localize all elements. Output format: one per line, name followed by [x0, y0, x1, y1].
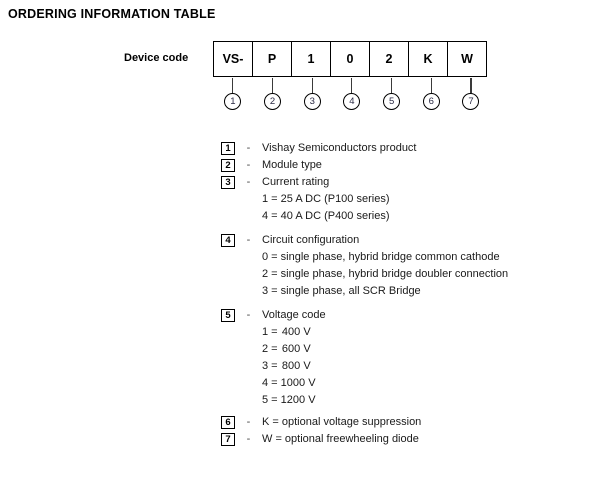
legend-body: Current rating 1 = 25 A DC (P100 series)… [262, 174, 613, 225]
voltage-code-row: 3 = 800 V [262, 358, 613, 375]
legend-heading: Current rating [262, 176, 330, 188]
legend-row-2: 2 - Module type [221, 157, 613, 174]
legend-body: Vishay Semiconductors product [262, 140, 613, 157]
voltage-code-row: 4 = 1000 V [262, 375, 613, 392]
device-code-cell-6: K [409, 42, 448, 76]
legend-heading: W = optional freewheeling diode [262, 433, 419, 445]
legend-sub-item: 4 = 40 A DC (P400 series) [262, 210, 390, 222]
device-code-cell-4: 0 [331, 42, 370, 76]
legend-sub-item: 2 = single phase, hybrid bridge doubler … [262, 268, 509, 280]
legend-body: Circuit configuration 0 = single phase, … [262, 232, 613, 300]
voltage-code: 5 = [262, 394, 278, 406]
legend-heading: Vishay Semiconductors product [262, 142, 417, 154]
legend-row-1: 1 - Vishay Semiconductors product [221, 140, 613, 157]
legend-box-6: 6 [221, 416, 235, 429]
legend-list: 1 - Vishay Semiconductors product 2 - Mo… [221, 140, 613, 448]
device-code-cell-5: 2 [370, 42, 409, 76]
callout-circle-6: 6 [422, 93, 440, 110]
callout-3: 3 [292, 78, 332, 110]
legend-row-6: 6 - K = optional voltage suppression [221, 414, 613, 431]
voltage-code: 1 = [262, 326, 278, 338]
voltage-code: 2 = [262, 343, 278, 355]
callout-leader-line [430, 78, 432, 93]
legend-box-5: 5 [221, 309, 235, 322]
legend-spacer [221, 300, 613, 307]
legend-spacer [221, 225, 613, 232]
callout-circle-5: 5 [383, 93, 401, 110]
legend-sub-item: 3 = single phase, all SCR Bridge [262, 285, 421, 297]
voltage-code: 3 = [262, 360, 278, 372]
callout-leader-line [232, 78, 234, 93]
legend-dash: - [246, 234, 251, 246]
voltage-value: 800 V [281, 360, 311, 372]
legend-row-5: 5 - Voltage code 1 = 400 V 2 = 600 V 3 =… [221, 307, 613, 409]
callout-leader-line [391, 78, 393, 93]
voltage-code: 4 = [262, 377, 278, 389]
voltage-value: 1000 V [280, 377, 316, 389]
voltage-value: 1200 V [280, 394, 316, 406]
legend-heading: Voltage code [262, 309, 326, 321]
legend-dash: - [246, 416, 251, 428]
device-code-table: VS- P 1 0 2 K W [213, 41, 487, 77]
callout-leader-line [470, 78, 472, 93]
device-code-cell-3: 1 [292, 42, 331, 76]
callout-7: 7 [451, 78, 491, 110]
legend-dash: - [246, 309, 251, 321]
legend-box-3: 3 [221, 176, 235, 189]
legend-sub-item: 0 = single phase, hybrid bridge common c… [262, 251, 500, 263]
legend-box-2: 2 [221, 159, 235, 172]
legend-row-7: 7 - W = optional freewheeling diode [221, 431, 613, 448]
voltage-value: 600 V [281, 343, 311, 355]
voltage-code-row: 2 = 600 V [262, 341, 613, 358]
legend-sub-item: 1 = 25 A DC (P100 series) [262, 193, 390, 205]
voltage-value: 400 V [281, 326, 311, 338]
device-code-label: Device code [124, 52, 189, 64]
legend-dash: - [246, 142, 251, 154]
callout-4: 4 [332, 78, 372, 110]
legend-body: Module type [262, 157, 613, 174]
callout-leader-line [271, 78, 274, 93]
voltage-code-row: 5 = 1200 V [262, 392, 613, 409]
callout-circle-3: 3 [303, 93, 321, 110]
legend-box-1: 1 [221, 142, 235, 155]
page-title: ORDERING INFORMATION TABLE [8, 7, 216, 21]
legend-heading: Module type [262, 159, 322, 171]
callout-circle-4: 4 [343, 93, 361, 110]
callout-circle-2: 2 [264, 93, 282, 110]
legend-box-4: 4 [221, 234, 235, 247]
legend-dash: - [246, 159, 251, 171]
callout-6: 6 [411, 78, 451, 110]
callout-row: 1 2 3 4 5 6 7 [213, 78, 491, 110]
legend-body: Voltage code 1 = 400 V 2 = 600 V 3 = 800… [262, 307, 613, 409]
legend-body: W = optional freewheeling diode [262, 431, 613, 448]
device-code-cell-7: W [461, 52, 473, 66]
callout-leader-line [311, 78, 313, 93]
callout-circle-7: 7 [462, 93, 480, 110]
legend-body: K = optional voltage suppression [262, 414, 613, 431]
legend-heading: Circuit configuration [262, 234, 360, 246]
callout-leader-line [351, 78, 353, 93]
legend-dash: - [246, 433, 251, 445]
legend-heading: K = optional voltage suppression [262, 416, 422, 428]
callout-1: 1 [213, 78, 253, 110]
legend-row-3: 3 - Current rating 1 = 25 A DC (P100 ser… [221, 174, 613, 225]
legend-row-4: 4 - Circuit configuration 0 = single pha… [221, 232, 613, 300]
voltage-code-row: 1 = 400 V [262, 324, 613, 341]
device-code-cell-2: P [253, 42, 292, 76]
legend-dash: - [246, 176, 251, 188]
callout-circle-1: 1 [224, 93, 242, 110]
callout-2: 2 [253, 78, 293, 110]
legend-box-7: 7 [221, 433, 235, 446]
device-code-cell-1: VS- [214, 42, 253, 76]
callout-5: 5 [372, 78, 412, 110]
